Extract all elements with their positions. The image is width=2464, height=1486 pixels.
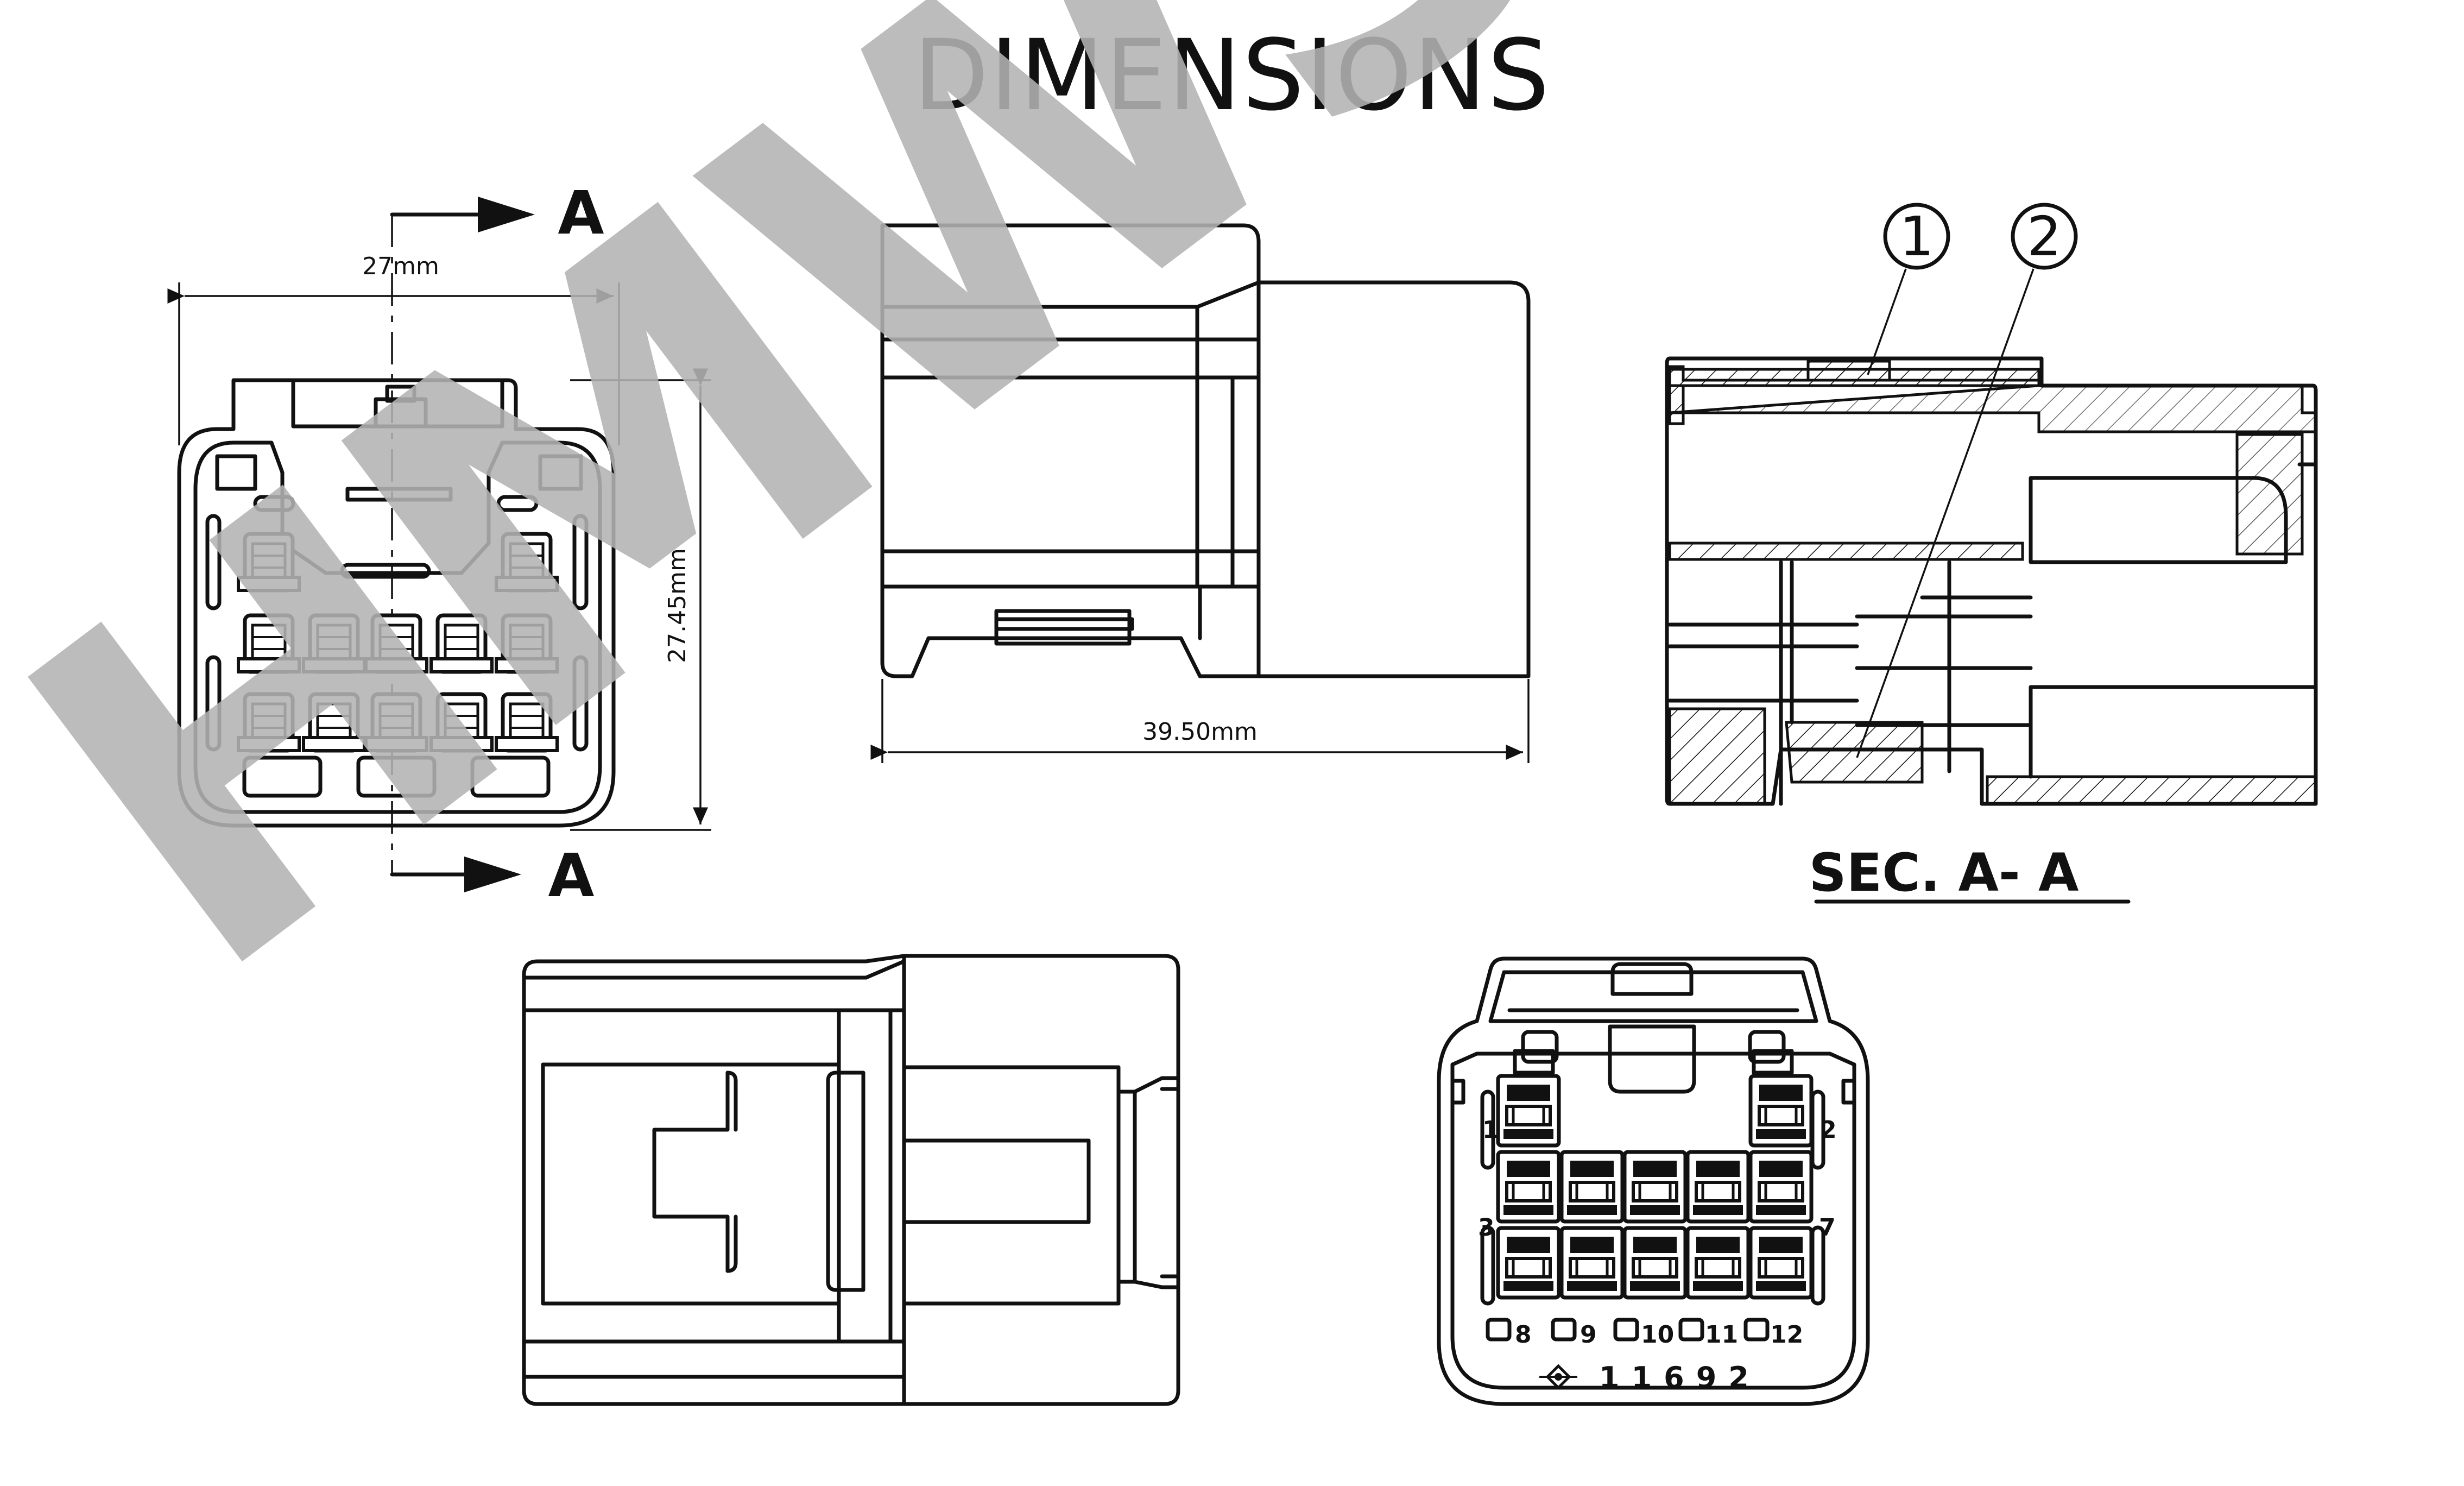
pin-label-10: 10 bbox=[1641, 1321, 1674, 1349]
callout-1: 1 bbox=[1867, 203, 1950, 375]
front-housing bbox=[177, 378, 616, 828]
width-dimension-label: 27mm bbox=[362, 253, 439, 280]
callout-1-label: 1 bbox=[1899, 205, 1934, 268]
pin-label-7: 7 bbox=[1819, 1214, 1836, 1242]
section-label: SEC. A- A bbox=[1809, 842, 2079, 903]
part-number: 11692 bbox=[1599, 1361, 1761, 1395]
watermark-text: HMWS bbox=[0, 0, 1651, 1081]
pin-label-8: 8 bbox=[1515, 1321, 1532, 1349]
rear-housing bbox=[1437, 956, 1870, 1406]
rear-view: 1 2 3 7 8 9 10 11 12 11692 bbox=[1437, 956, 1870, 1406]
callout-2-label: 2 bbox=[2027, 205, 2062, 268]
pin-numbers: 1 2 3 7 8 9 10 11 12 bbox=[1478, 1116, 1837, 1349]
callout-2: 2 bbox=[1856, 203, 2078, 758]
section-line-a: A A bbox=[390, 178, 604, 910]
pin-label-3: 3 bbox=[1478, 1214, 1495, 1242]
top-view bbox=[522, 954, 1180, 1406]
pin-label-11: 11 bbox=[1705, 1321, 1738, 1349]
width-dimension: 27mm bbox=[167, 253, 620, 445]
pin-label-9: 9 bbox=[1580, 1321, 1597, 1349]
top-housing bbox=[522, 954, 1180, 1406]
side-view: 39.50mm bbox=[870, 223, 1531, 763]
section-marker-top: A bbox=[558, 178, 604, 248]
pin-label-12: 12 bbox=[1770, 1321, 1803, 1349]
side-housing bbox=[880, 223, 1531, 678]
length-dimension-label: 39.50mm bbox=[1142, 718, 1258, 746]
page-title: DIMENSIONS bbox=[913, 19, 1551, 133]
pin-label-2: 2 bbox=[1820, 1116, 1837, 1144]
pin-label-1: 1 bbox=[1482, 1116, 1499, 1144]
orientation-mark-icon bbox=[1539, 1364, 1577, 1390]
rear-cavities bbox=[1498, 1076, 1811, 1298]
height-dimension: 27.45mm bbox=[570, 368, 711, 831]
front-view: A A 27mm 27.45mm bbox=[167, 178, 711, 910]
height-dimension-label: 27.45mm bbox=[664, 548, 691, 663]
section-marker-bottom: A bbox=[548, 841, 594, 910]
section-view: 1 2 SEC. A- A bbox=[1665, 203, 2318, 904]
